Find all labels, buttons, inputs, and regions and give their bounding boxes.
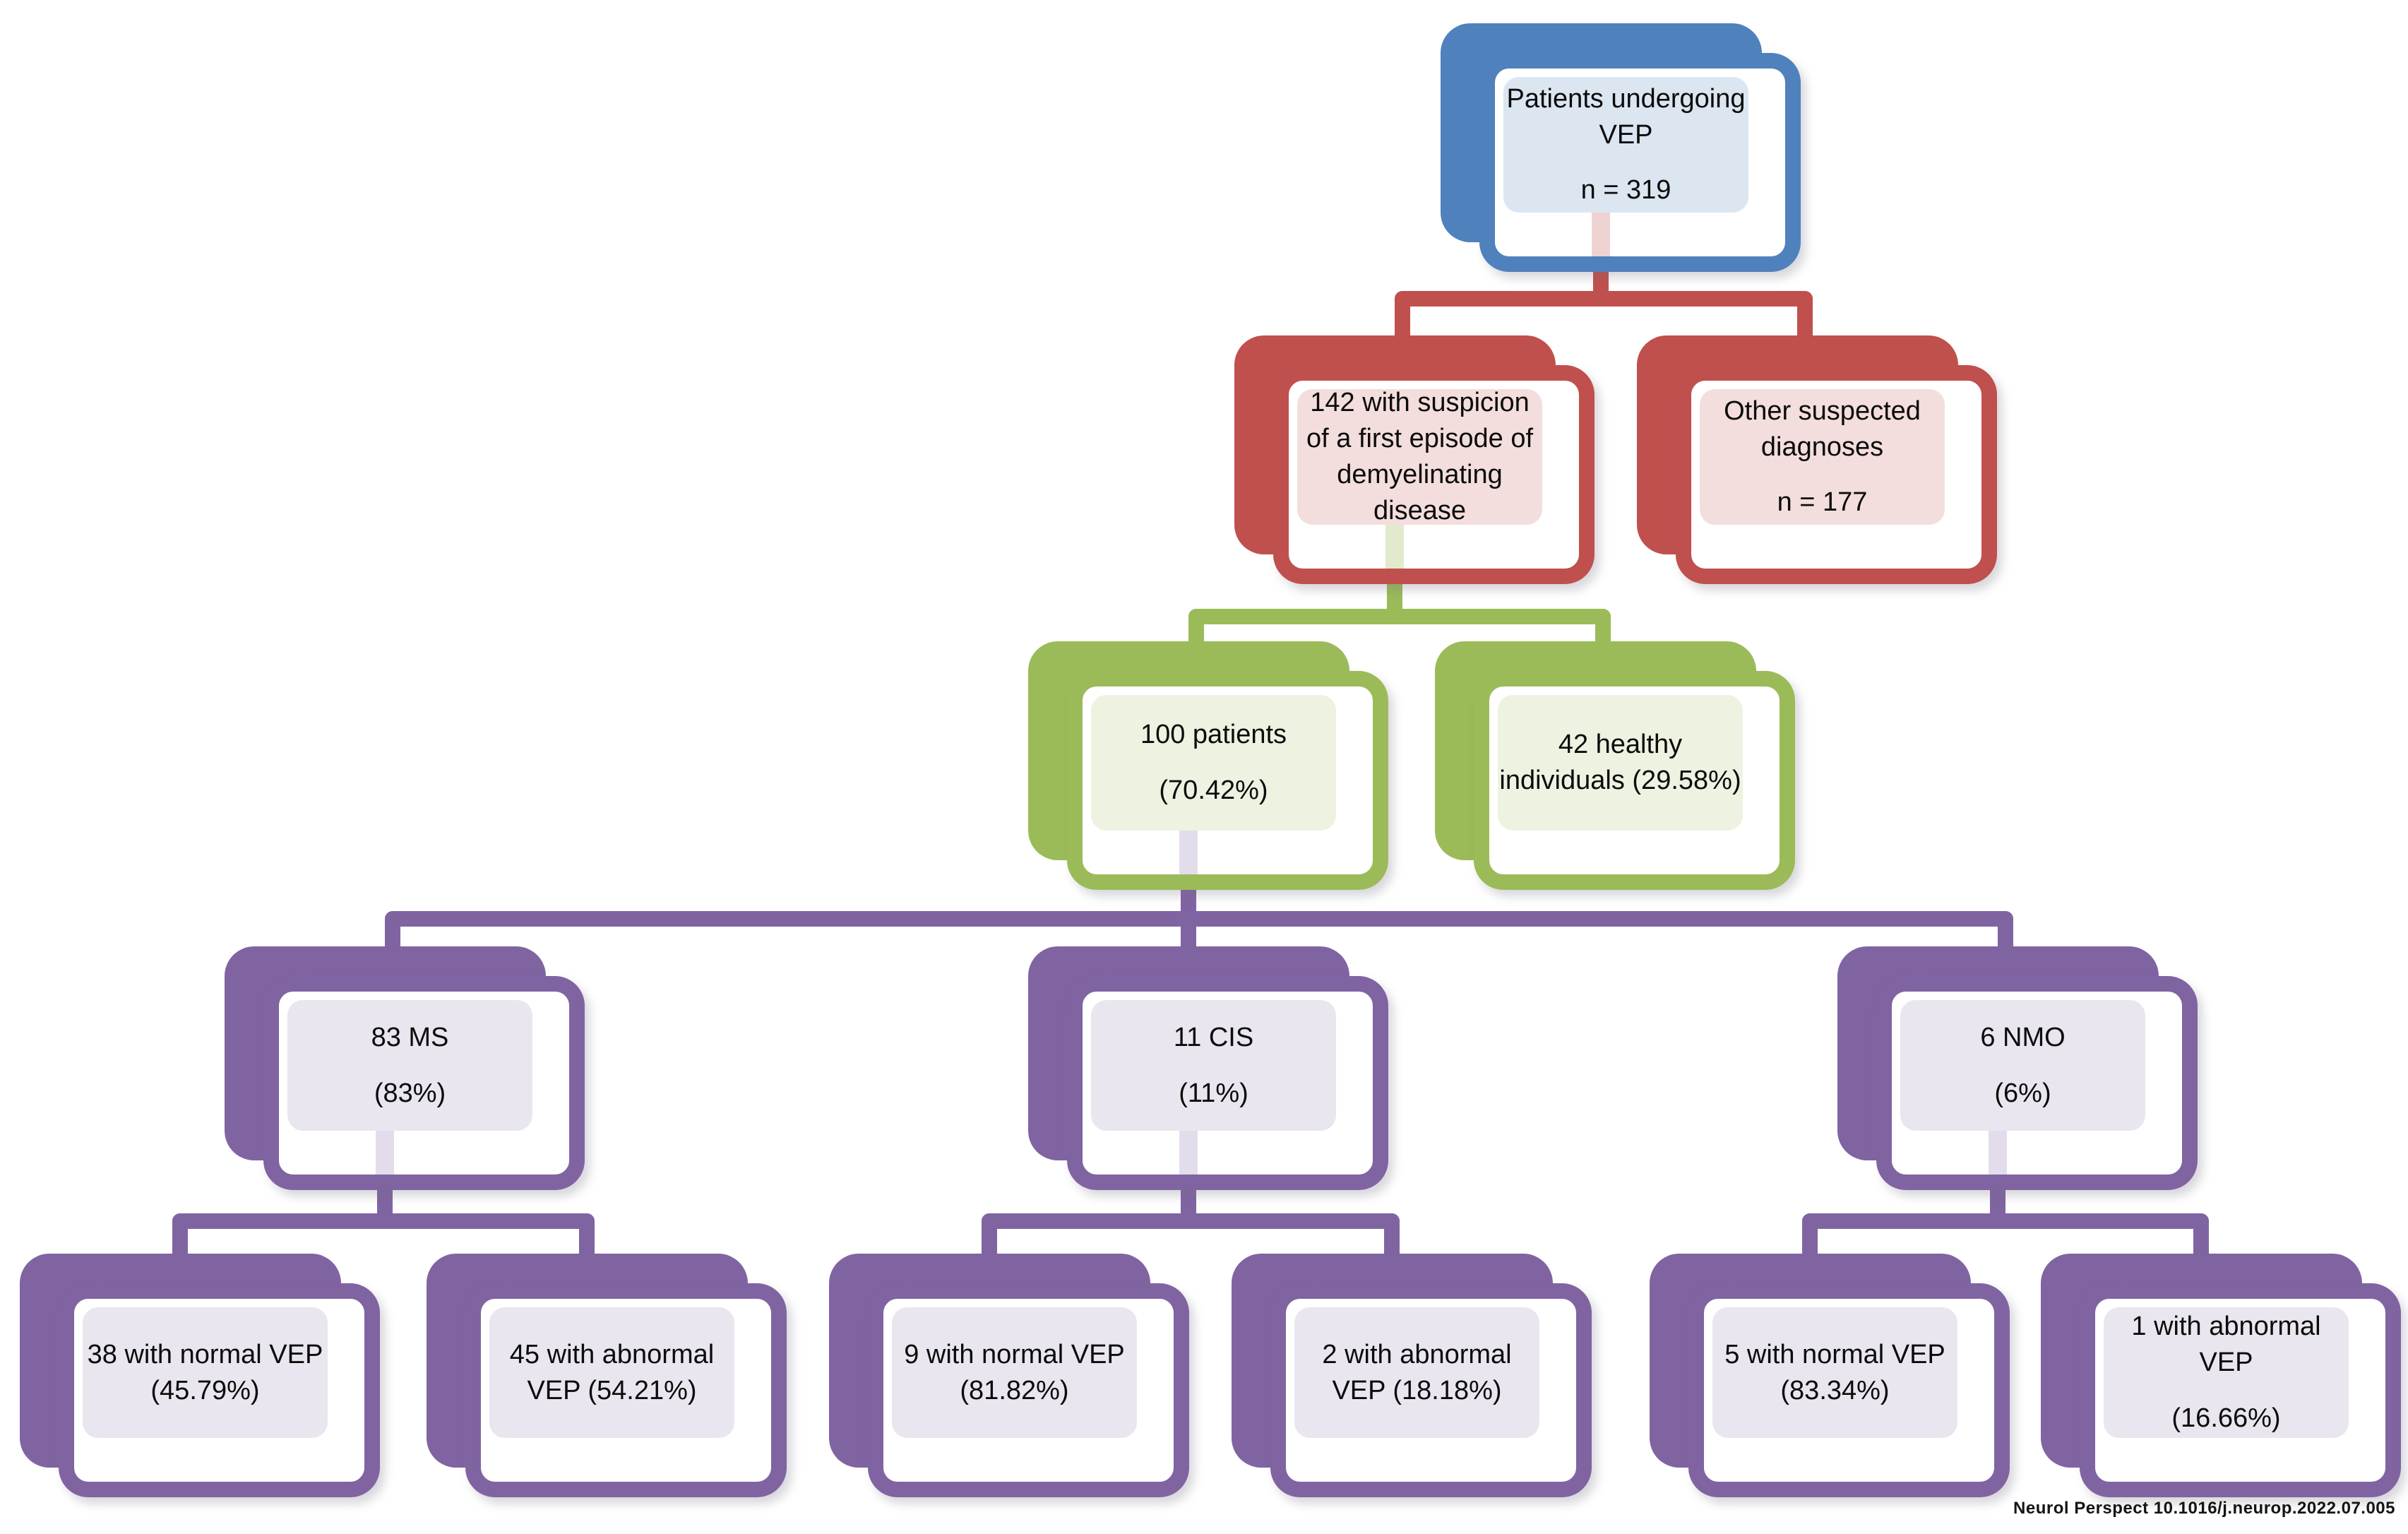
node-front-panel: 2 with abnormal VEP (18.18%) (1270, 1283, 1592, 1497)
node-front-panel: 11 CIS (11%) (1067, 976, 1388, 1190)
connector-tint (1592, 213, 1610, 256)
node-text-panel: 38 with normal VEP (45.79%) (83, 1307, 328, 1438)
connector-nmo-rail (1802, 1213, 2209, 1229)
node-text: 100 patients (1140, 720, 1287, 750)
node-front-panel: 42 healthy individuals (29.58%) (1474, 671, 1795, 890)
connector-suspicion-stub-left (1188, 609, 1204, 648)
node-cis: 11 CIS (11%) (1028, 946, 1388, 1190)
node-subtext: (16.66%) (2171, 1403, 2281, 1433)
connector-tint (1385, 525, 1404, 569)
node-patients-undergoing-vep: Patients undergoing VEP n = 319 (1441, 23, 1801, 272)
node-text-panel: 11 CIS (11%) (1091, 1000, 1336, 1131)
connector-tint (376, 1131, 394, 1175)
node-front-panel: 6 NMO (6%) (1876, 976, 2198, 1190)
node-front-panel: 100 patients (70.42%) (1067, 671, 1388, 890)
node-front-panel: 5 with normal VEP (83.34%) (1688, 1283, 2010, 1497)
node-front-panel: 9 with normal VEP (81.82%) (868, 1283, 1189, 1497)
connector-ms-stub-right (579, 1213, 595, 1261)
node-front-panel: Patients undergoing VEP n = 319 (1479, 53, 1801, 272)
connector-suspicion-stub-right (1595, 609, 1611, 648)
node-text-panel: Other suspected diagnoses n = 177 (1700, 389, 1945, 525)
connector-cis-stub-right (1384, 1213, 1400, 1261)
connector-tint (1179, 1131, 1198, 1175)
connector-patients-stub-mid (1181, 911, 1196, 953)
connector-ms-rail (172, 1213, 595, 1229)
node-ms: 83 MS (83%) (225, 946, 585, 1190)
node-cis-normal-vep: 9 with normal VEP (81.82%) (829, 1254, 1189, 1497)
node-front-panel: 45 with abnormal VEP (54.21%) (465, 1283, 787, 1497)
connector-cis-stub-left (982, 1213, 997, 1261)
node-text: 2 with abnormal VEP (18.18%) (1322, 1339, 1512, 1405)
node-front-panel: 38 with normal VEP (45.79%) (59, 1283, 380, 1497)
connector-cis-rail (982, 1213, 1400, 1229)
node-front-panel: 83 MS (83%) (263, 976, 585, 1190)
node-text-panel: 83 MS (83%) (287, 1000, 532, 1131)
connector-ms-stub-left (172, 1213, 188, 1261)
node-other-suspected-diagnoses: Other suspected diagnoses n = 177 (1637, 335, 1997, 584)
connector-nmo-stub-left (1802, 1213, 1818, 1261)
node-text: 1 with abnormal VEP (2131, 1312, 2321, 1378)
connector-tint (1989, 1131, 2007, 1175)
connector-suspicion-rail (1188, 609, 1611, 624)
node-text-panel: 142 with suspicion of a first episode of… (1297, 388, 1542, 525)
node-text-panel: 1 with abnormal VEP (16.66%) (2104, 1307, 2349, 1438)
node-subtext: (11%) (1179, 1078, 1248, 1108)
node-text: Patients undergoing VEP (1506, 83, 1746, 150)
node-subtext: (70.42%) (1159, 775, 1268, 805)
node-front-panel: 142 with suspicion of a first episode of… (1273, 365, 1595, 584)
node-text: 45 with abnormal VEP (54.21%) (509, 1339, 715, 1405)
node-text-panel: 6 NMO (6%) (1900, 1000, 2145, 1131)
citation-text: Neurol Perspect 10.1016/j.neurop.2022.07… (2013, 1499, 2395, 1518)
node-text: 42 healthy individuals (29.58%) (1499, 730, 1741, 795)
node-nmo-normal-vep: 5 with normal VEP (83.34%) (1650, 1254, 2010, 1497)
node-healthy-individuals: 42 healthy individuals (29.58%) (1435, 641, 1795, 890)
node-text: 142 with suspicion of a first episode of… (1306, 388, 1534, 525)
connector-patients-stub-left (385, 911, 400, 953)
node-text: 83 MS (371, 1022, 449, 1052)
node-cis-abnormal-vep: 2 with abnormal VEP (18.18%) (1232, 1254, 1592, 1497)
node-ms-normal-vep: 38 with normal VEP (45.79%) (20, 1254, 380, 1497)
node-text-panel: 45 with abnormal VEP (54.21%) (489, 1307, 734, 1438)
connector-tint (1179, 831, 1198, 874)
node-text-panel: 42 healthy individuals (29.58%) (1498, 695, 1743, 831)
connector-nmo-stub-right (2193, 1213, 2209, 1261)
node-text: 38 with normal VEP (45.79%) (87, 1339, 323, 1405)
connector-patients-rail (385, 911, 2013, 927)
node-subtext: (83%) (374, 1078, 446, 1108)
node-nmo: 6 NMO (6%) (1837, 946, 2198, 1190)
node-text: 6 NMO (1980, 1022, 2066, 1052)
node-text-panel: Patients undergoing VEP n = 319 (1503, 77, 1748, 213)
node-text: 11 CIS (1173, 1022, 1254, 1052)
node-text-panel: 5 with normal VEP (83.34%) (1712, 1307, 1957, 1438)
node-subtext: n = 177 (1777, 487, 1868, 518)
node-text-panel: 9 with normal VEP (81.82%) (892, 1307, 1137, 1438)
node-text-panel: 2 with abnormal VEP (18.18%) (1294, 1307, 1539, 1438)
node-front-panel: 1 with abnormal VEP (16.66%) (2080, 1283, 2401, 1497)
node-100-patients: 100 patients (70.42%) (1028, 641, 1388, 890)
connector-patients-stub-right (1998, 911, 2013, 953)
node-front-panel: Other suspected diagnoses n = 177 (1676, 365, 1997, 584)
node-text-panel: 100 patients (70.42%) (1091, 695, 1336, 831)
node-text: 5 with normal VEP (83.34%) (1724, 1339, 1945, 1405)
node-subtext: n = 319 (1580, 175, 1671, 206)
node-ms-abnormal-vep: 45 with abnormal VEP (54.21%) (427, 1254, 787, 1497)
connector-root-rail (1395, 291, 1813, 307)
node-text: 9 with normal VEP (81.82%) (904, 1339, 1125, 1405)
node-subtext: (6%) (1994, 1078, 2051, 1108)
node-suspicion-demyelinating: 142 with suspicion of a first episode of… (1234, 335, 1595, 584)
node-nmo-abnormal-vep: 1 with abnormal VEP (16.66%) (2041, 1254, 2401, 1497)
node-text: Other suspected diagnoses (1724, 396, 1921, 462)
